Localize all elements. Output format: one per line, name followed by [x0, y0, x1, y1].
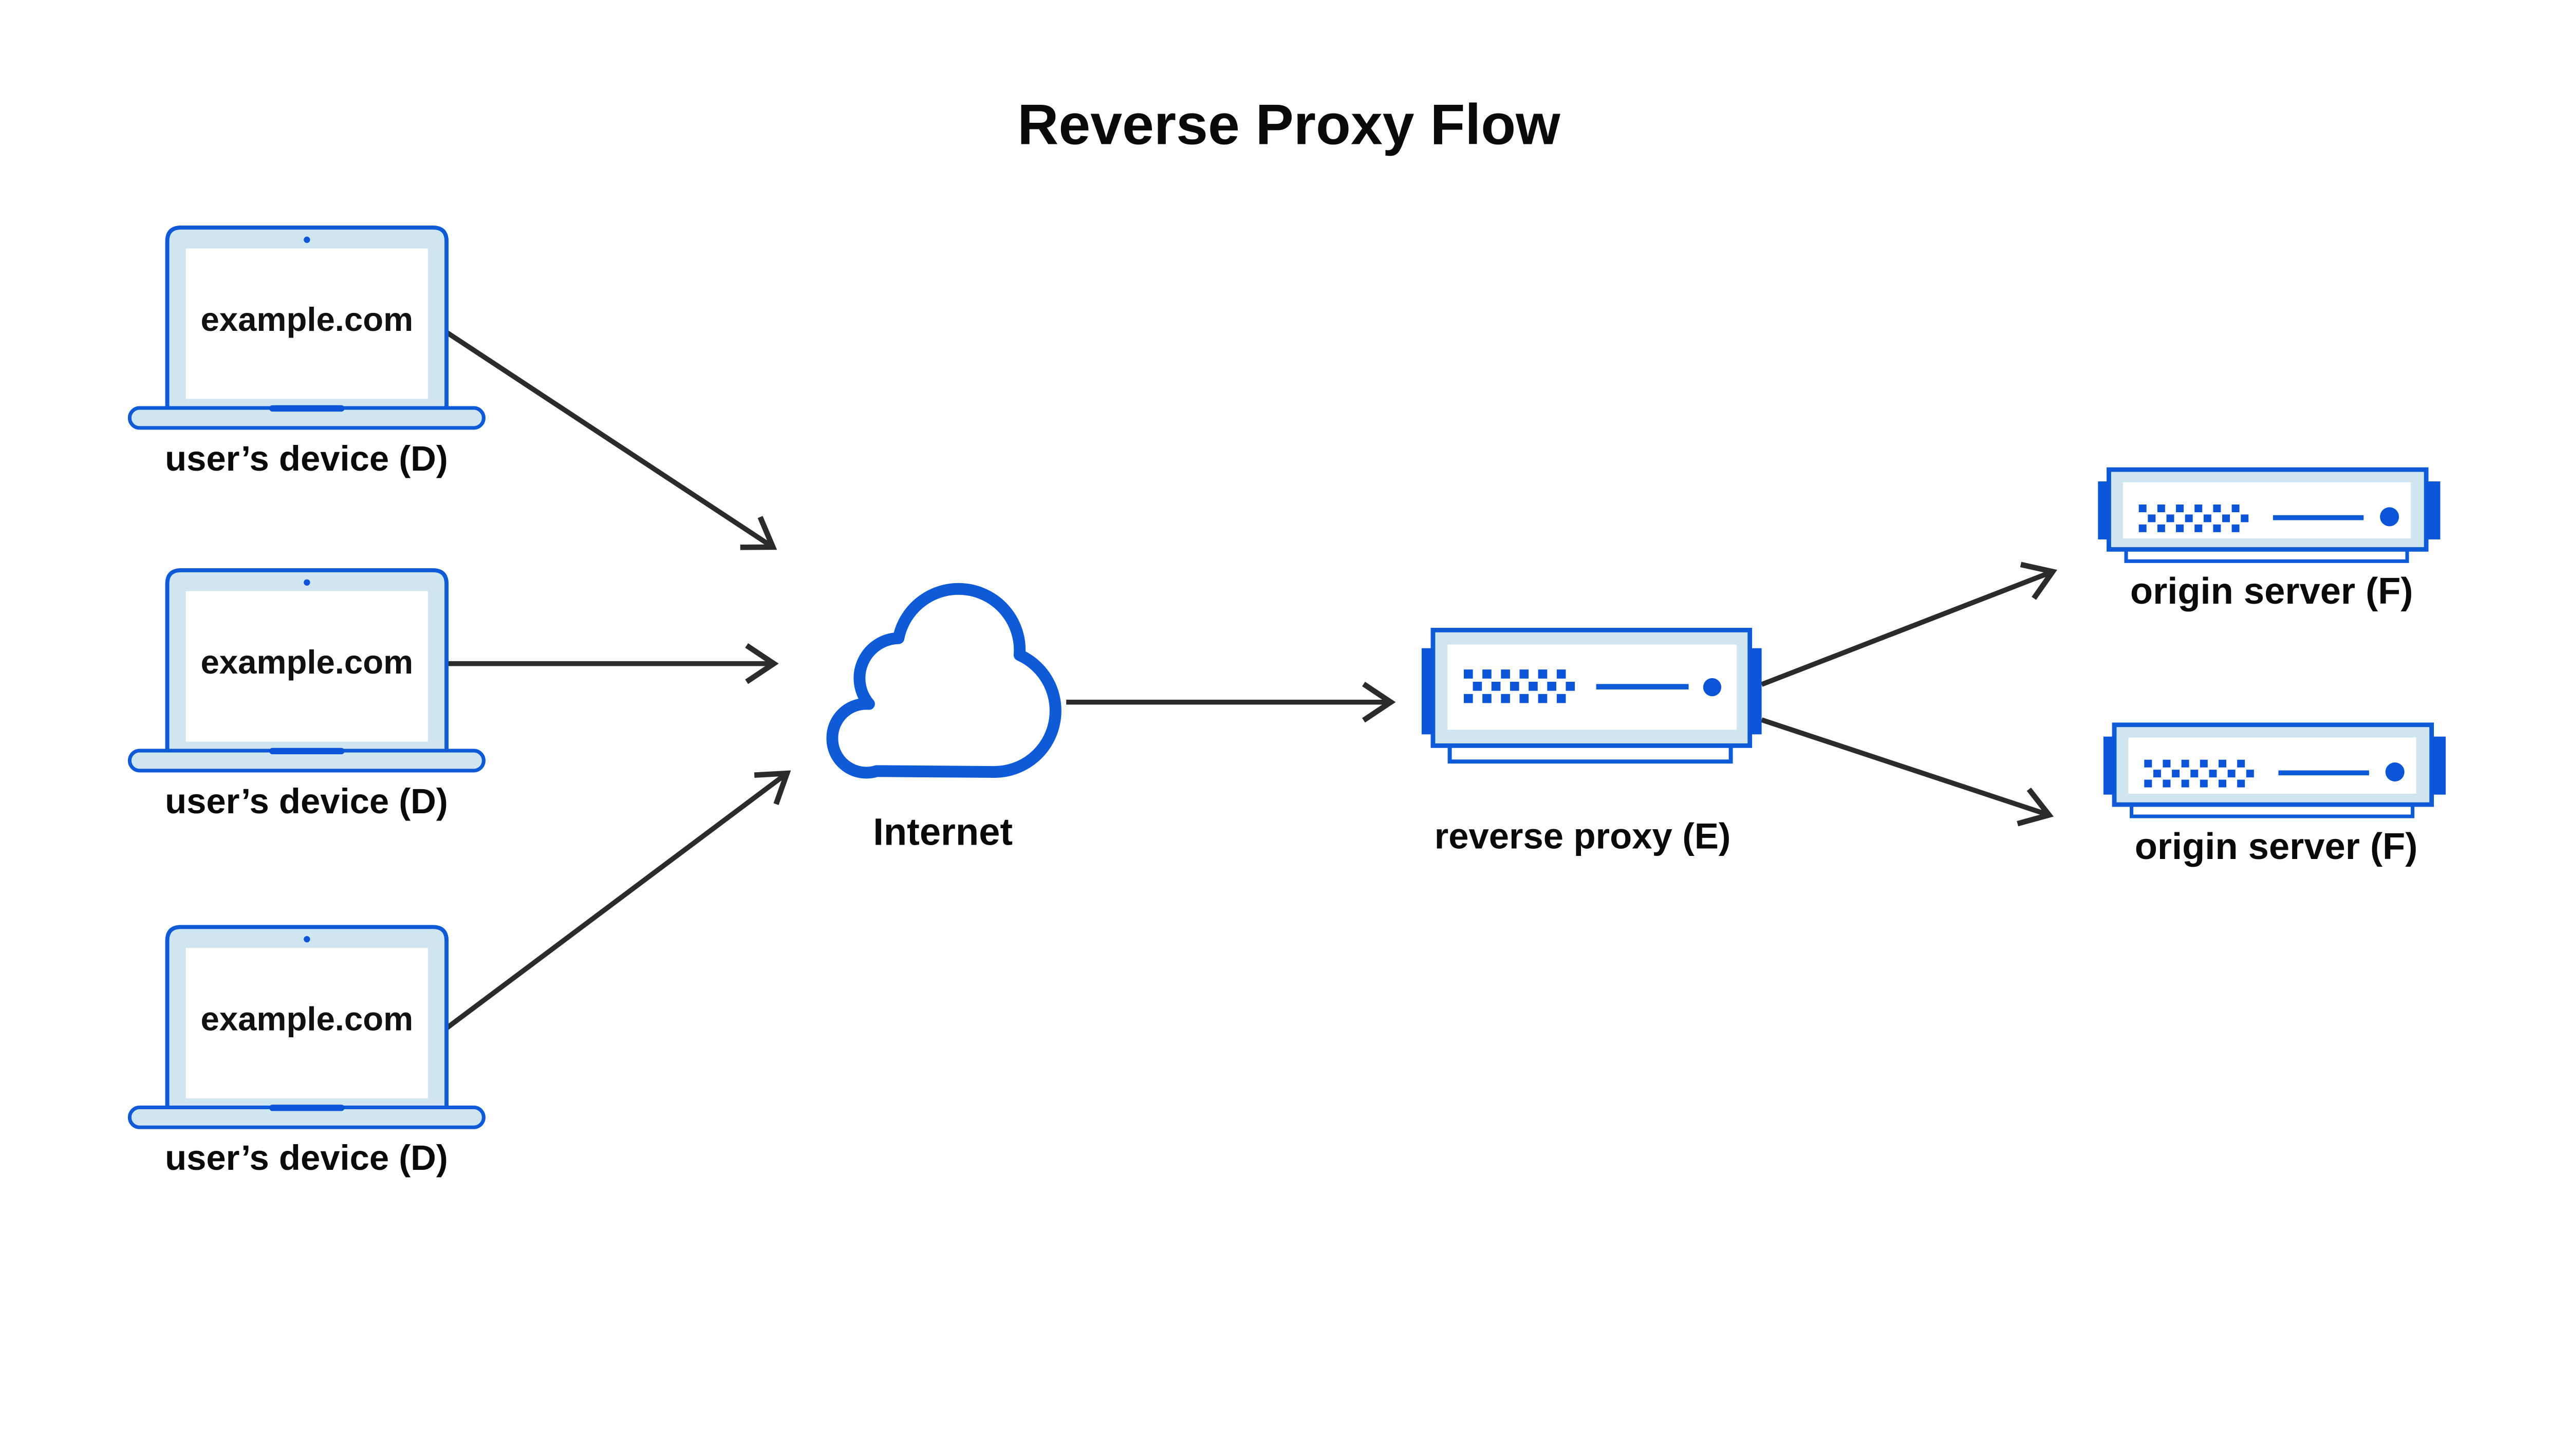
- device-screen-text: example.com: [200, 643, 413, 681]
- server-icon: [2098, 470, 2440, 561]
- origin-server-1-label: origin server (F): [2130, 571, 2413, 612]
- device-screen-text: example.com: [200, 1000, 413, 1037]
- internet-node: [826, 583, 1062, 779]
- reverse-proxy-node: [1421, 627, 1762, 764]
- arrow-proxy-to-origin1: [1760, 562, 2057, 687]
- flow-arrows: [442, 330, 2057, 1032]
- origin-server-2-label: origin server (F): [2135, 826, 2418, 867]
- origin-server-2: [2103, 725, 2446, 816]
- reverse-proxy-flow-diagram: Reverse Proxy Flow example.com user’s de…: [127, 92, 2448, 1178]
- cloud-icon: [826, 583, 1062, 779]
- arrow-device3-to-internet: [442, 770, 791, 1032]
- user-device-3: example.com: [129, 927, 483, 1127]
- page-title: Reverse Proxy Flow: [1017, 92, 1560, 157]
- user-device-1-label: user’s device (D): [165, 439, 448, 478]
- device-screen-text: example.com: [200, 301, 413, 338]
- origin-server-1: [2098, 470, 2440, 561]
- arrow-proxy-to-origin2: [1761, 717, 2054, 827]
- server-icon: [1421, 627, 1762, 764]
- user-device-2-label: user’s device (D): [165, 781, 448, 821]
- user-device-1: example.com: [129, 228, 483, 428]
- internet-label: Internet: [873, 811, 1013, 853]
- server-icon: [2103, 725, 2446, 816]
- user-device-2: example.com: [129, 570, 483, 771]
- reverse-proxy-label: reverse proxy (E): [1435, 816, 1731, 856]
- arrow-device1-to-internet: [445, 330, 777, 550]
- user-device-3-label: user’s device (D): [165, 1138, 448, 1178]
